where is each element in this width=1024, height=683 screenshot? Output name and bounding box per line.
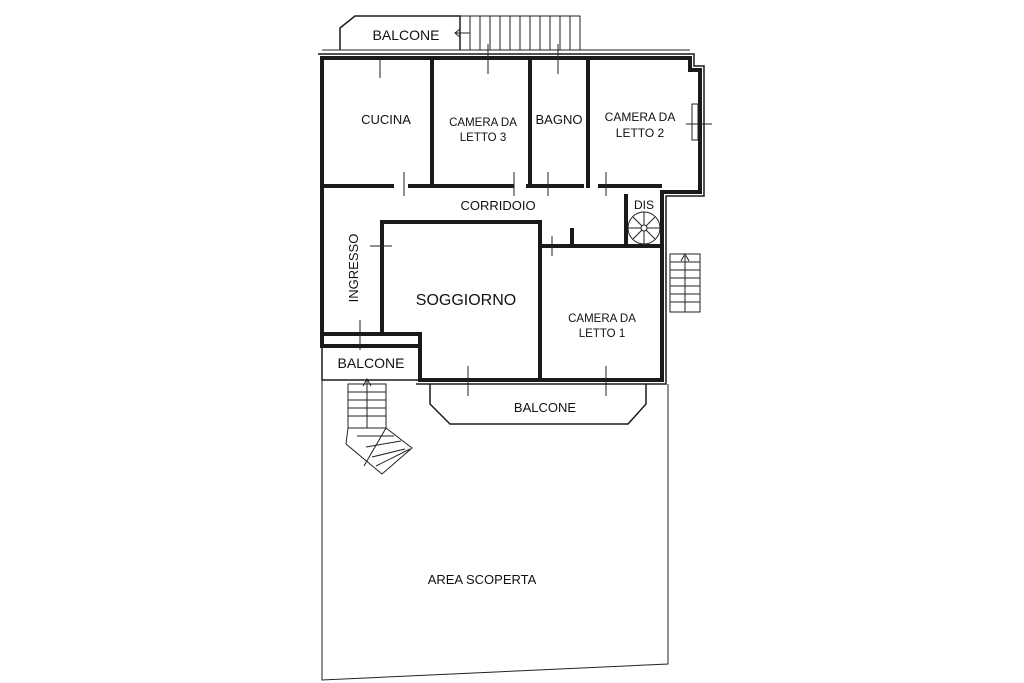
label-camera1-line1: CAMERA DA — [568, 313, 636, 325]
stairs-top — [454, 15, 581, 51]
open-area — [321, 380, 669, 681]
door-marks — [359, 44, 712, 396]
interior-walls — [322, 56, 664, 380]
stairs-bottom-left — [345, 377, 413, 475]
label-balcone-left: BALCONE — [338, 355, 405, 371]
stairs-right — [669, 252, 701, 313]
label-balcone-bottom: BALCONE — [514, 400, 576, 415]
label-camera1-line2: LETTO 1 — [579, 328, 625, 340]
label-camera3-line1: CAMERA DA — [449, 117, 517, 129]
label-soggiorno: SOGGIORNO — [416, 292, 516, 309]
label-cucina: CUCINA — [361, 112, 411, 127]
label-bagno: BAGNO — [536, 112, 583, 127]
label-camera3-line2: LETTO 3 — [460, 132, 506, 144]
balcony-bottom — [429, 384, 647, 425]
label-camera2-line2: LETTO 2 — [616, 126, 665, 140]
label-dis: DIS — [634, 198, 654, 212]
label-ingresso: INGRESSO — [346, 234, 361, 303]
label-camera2-line1: CAMERA DA — [605, 110, 676, 124]
spiral-stair — [627, 211, 661, 245]
label-corridoio: CORRIDOIO — [460, 198, 535, 213]
balcony-left — [321, 345, 421, 381]
label-balcone-top: BALCONE — [373, 27, 440, 43]
label-area-scoperta: AREA SCOPERTA — [428, 572, 537, 587]
